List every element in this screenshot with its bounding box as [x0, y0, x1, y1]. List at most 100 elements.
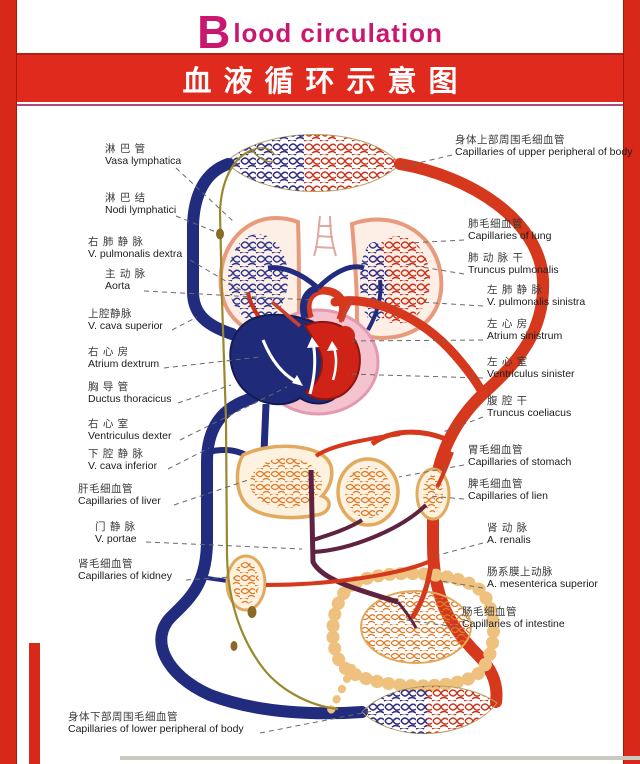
- label-cn: 身体下部周围毛细血管: [68, 711, 178, 723]
- banner-title: 血液循环示意图: [182, 63, 470, 98]
- lymph-node: [216, 228, 224, 240]
- label-ventriculus-sinister: 左 心 室 Ventriculus sinister: [487, 356, 575, 381]
- label-latin: A. renalis: [487, 534, 531, 547]
- label-cn: 左 心 房: [487, 318, 528, 330]
- label-cn: 肝毛细血管: [78, 483, 133, 495]
- liver-vein-stub: [260, 403, 270, 453]
- label-atrium-dextrum: 右 心 房 Atrium dextrum: [88, 346, 159, 371]
- label-v-cava-inferior: 下 腔 静 脉 V. cava inferior: [88, 448, 157, 473]
- label-capillaries-of-liver: 肝毛细血管 Capillaries of liver: [78, 483, 161, 508]
- bottom-edge-line: [120, 756, 640, 760]
- label-atrium-sinistrum: 左 心 房 Atrium sinistrum: [487, 318, 562, 343]
- label-cn: 肺毛细血管: [468, 218, 523, 230]
- upper-body-capillaries: [225, 134, 401, 192]
- label-a-mesenterica-superior: 肠系膜上动脉 A. mesenterica superior: [487, 566, 598, 591]
- label-cn: 肺 动 脉 干: [468, 252, 524, 264]
- label-cn: 右 肺 静 脉: [88, 236, 144, 248]
- label-cn: 右 心 房: [88, 346, 129, 358]
- label-cn: 下 腔 静 脉: [88, 448, 144, 460]
- splenic-artery: [435, 451, 454, 488]
- label-latin: Ductus thoracicus: [88, 393, 172, 406]
- lymph-node: [247, 606, 257, 618]
- label-cn: 胸 导 管: [88, 381, 129, 393]
- lymphatic-vessel: [218, 148, 339, 711]
- label-latin: Vasa lymphatica: [105, 155, 182, 168]
- lung-left-capillaries: [228, 234, 288, 322]
- label-cn: 腹 腔 干: [487, 395, 528, 407]
- label-cn: 肾 动 脉: [487, 522, 528, 534]
- inferior-vena-cava: [155, 392, 368, 720]
- label-latin: Ventriculus sinister: [487, 368, 575, 381]
- label-capillaries-of-lien: 脾毛细血管 Capillaries of lien: [468, 478, 548, 503]
- label-latin: Capillaries of lung: [468, 230, 552, 243]
- trachea-sketch: [313, 215, 337, 257]
- label-capillaries-of-stomach: 胃毛细血管 Capillaries of stomach: [468, 444, 571, 469]
- label-cn: 门 静 脉: [95, 521, 136, 533]
- liver: [235, 444, 334, 520]
- label-latin: Nodi lymphatici: [105, 204, 177, 217]
- title-text: lood circulation: [233, 18, 443, 48]
- label-cn: 左 心 室: [487, 356, 528, 368]
- label-truncus-coeliacus: 腹 腔 干 Truncus coeliacus: [487, 395, 571, 420]
- label-cn: 胃毛细血管: [468, 444, 523, 456]
- label-latin: Capillaries of lien: [468, 490, 548, 503]
- label-latin: V. cava inferior: [88, 460, 158, 473]
- label-latin: Truncus pulmonalis: [468, 264, 559, 277]
- label-v-cava-superior: 上腔静脉 V. cava superior: [88, 308, 163, 333]
- label-latin: Capillaries of upper peripheral of body: [455, 146, 633, 159]
- label-cn: 淋 巴 结: [105, 192, 146, 204]
- title-initial: B: [197, 5, 231, 58]
- label-a-renalis: 肾 动 脉 A. renalis: [487, 522, 531, 547]
- label-latin: Truncus coeliacus: [487, 407, 572, 420]
- leader-lines: [143, 154, 484, 734]
- label-v-pulmonalis-sinistra: 左 肺 静 脉 V. pulmonalis sinistra: [487, 284, 585, 309]
- label-latin: Capillaries of kidney: [78, 570, 172, 583]
- divider-line: [17, 104, 623, 106]
- label-latin: Capillaries of lower peripheral of body: [68, 723, 244, 736]
- pulmonary-branches: [267, 264, 365, 290]
- label-capillaries-lower-body: 身体下部周围毛细血管 Capillaries of lower peripher…: [68, 711, 244, 736]
- label-cn: 肾毛细血管: [78, 558, 133, 570]
- label-capillaries-of-intestine: 肠毛细血管 Capillaries of intestine: [462, 606, 565, 631]
- label-latin: Capillaries of liver: [78, 495, 161, 508]
- bottom-left-red-bar: [29, 643, 40, 764]
- label-v-portae: 门 静 脉 V. portae: [95, 521, 137, 546]
- label-capillaries-of-kidney: 肾毛细血管 Capillaries of kidney: [78, 558, 172, 583]
- label-aorta: 主 动 脉 Aorta: [105, 268, 146, 293]
- label-latin: V. cava superior: [88, 320, 163, 333]
- aorta-connector: [330, 296, 488, 399]
- superior-vena-cava: [187, 158, 238, 340]
- label-latin: A. mesenterica superior: [487, 578, 598, 591]
- label-truncus-pulmonalis: 肺 动 脉 干 Truncus pulmonalis: [468, 252, 559, 277]
- mesenteric-artery: [409, 547, 436, 620]
- label-ventriculus-dexter: 右 心 室 Ventriculus dexter: [88, 418, 171, 443]
- lymph-node: [230, 641, 238, 651]
- label-latin: Capillaries of stomach: [468, 456, 572, 469]
- stomach: [336, 457, 400, 527]
- title-band: B lood circulation: [17, 0, 623, 58]
- label-capillaries-upper-body: 身体上部周围毛细血管 Capillaries of upper peripher…: [455, 134, 632, 159]
- aortic-arch: [303, 286, 348, 322]
- label-latin: V. pulmonalis sinistra: [487, 296, 586, 309]
- renal-artery: [265, 558, 434, 587]
- label-latin: Capillaries of intestine: [462, 618, 565, 631]
- label-cn: 肠系膜上动脉: [487, 566, 553, 578]
- banner: 血液循环示意图: [0, 53, 640, 102]
- heart-flow-arrows: [261, 337, 338, 395]
- lower-body-capillaries: [361, 685, 498, 735]
- label-latin: Ventriculus dexter: [88, 430, 172, 443]
- lymphatic-fan: [251, 147, 275, 163]
- label-cn: 右 心 室: [88, 418, 129, 430]
- label-capillaries-of-lung: 肺毛细血管 Capillaries of lung: [468, 218, 551, 243]
- label-latin: Atrium dextrum: [88, 358, 160, 371]
- label-vasa-lymphatica: 淋 巴 管 Vasa lymphatica: [105, 143, 181, 168]
- left-edge-strip: [0, 0, 17, 764]
- label-cn: 淋 巴 管: [105, 143, 146, 155]
- label-cn: 脾毛细血管: [468, 478, 523, 490]
- label-nodi-lymphatici: 淋 巴 结 Nodi lymphatici: [105, 192, 176, 217]
- label-latin: V. pulmonalis dextra: [88, 248, 183, 261]
- label-v-pulmonalis-dextra: 右 肺 静 脉 V. pulmonalis dextra: [88, 236, 182, 261]
- label-latin: Atrium sinistrum: [487, 330, 563, 343]
